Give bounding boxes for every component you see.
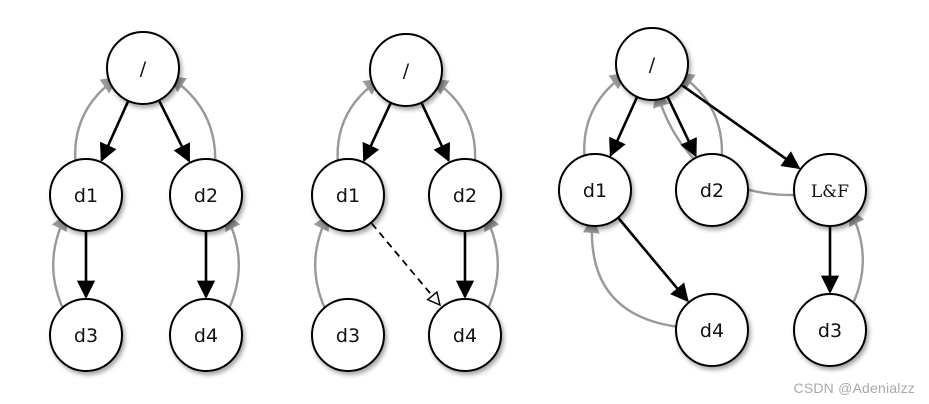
parent-edge-2-d4-d2 — [483, 213, 500, 316]
parent-edge-2-d3-d1 — [313, 213, 330, 316]
tree-edge-1-root-d1 — [99, 101, 130, 162]
node-3-lf: L&F — [793, 153, 867, 227]
node-label: d2 — [700, 180, 724, 202]
node-label: d4 — [700, 320, 724, 342]
parent-edge-1-d4-d2 — [224, 213, 241, 316]
node-circle — [369, 33, 443, 107]
tree-edge-3-root-lf — [681, 84, 801, 170]
parent-edge-2-d1-root — [336, 78, 382, 169]
tree-edge-3-root-d1 — [609, 97, 638, 158]
node-circle — [49, 298, 123, 372]
node-3-d4: d4 — [675, 293, 749, 367]
tree-edge-2-root-d2 — [420, 102, 451, 163]
parent-edge-3-d4-d1 — [582, 216, 685, 329]
node-1-d2: d2 — [169, 158, 243, 232]
node-circle — [428, 298, 502, 372]
tree-edge-3-root-d2 — [666, 96, 697, 158]
node-circle — [675, 153, 749, 227]
edges-layer — [51, 72, 865, 329]
node-label: L&F — [811, 182, 849, 202]
parent-edge-3-d2-root — [676, 72, 724, 164]
node-3-d3: d3 — [793, 293, 867, 367]
link-edge-2-d1-d4 — [371, 222, 440, 305]
node-1-d3: d3 — [49, 298, 123, 372]
node-label: / — [649, 54, 656, 76]
node-circle — [49, 158, 123, 232]
node-2-d4: d4 — [428, 298, 502, 372]
node-circle — [793, 153, 867, 227]
node-label: d3 — [336, 325, 360, 347]
parent-edge-1-d3-d1 — [51, 213, 68, 316]
node-2-d3: d3 — [311, 298, 385, 372]
nodes-layer: / d1 d2 d3 d4 / d1 d2 d3 d4 / d1 d2 L&F d4 d3 — [49, 27, 867, 372]
node-label: d4 — [194, 325, 218, 347]
node-1-d4: d4 — [169, 298, 243, 372]
node-label: / — [140, 58, 147, 80]
node-circle — [793, 293, 867, 367]
tree-edge-1-root-d2 — [158, 100, 191, 163]
node-circle — [169, 298, 243, 372]
parent-edge-1-d1-root — [74, 76, 119, 169]
node-label: / — [403, 60, 410, 82]
node-label: d2 — [194, 185, 218, 207]
node-3-d1: d1 — [558, 153, 632, 227]
node-label: d3 — [74, 325, 98, 347]
node-circle — [615, 27, 689, 101]
node-2-d1: d1 — [311, 158, 385, 232]
node-3-d2: d2 — [675, 153, 749, 227]
node-circle — [675, 293, 749, 367]
node-2-d2: d2 — [428, 158, 502, 232]
node-label: d3 — [818, 320, 842, 342]
node-circle — [169, 158, 243, 232]
watermark-text: CSDN @Adenialzz — [793, 380, 915, 396]
node-1-root: / — [106, 31, 180, 105]
node-1-d1: d1 — [49, 158, 123, 232]
node-circle — [106, 31, 180, 105]
node-label: d1 — [74, 185, 98, 207]
node-circle — [311, 298, 385, 372]
node-2-root: / — [369, 33, 443, 107]
parent-edge-1-d2-root — [168, 75, 217, 169]
node-label: d2 — [453, 185, 477, 207]
parent-edge-3-d1-root — [583, 72, 628, 164]
node-circle — [428, 158, 502, 232]
node-label: d4 — [453, 325, 477, 347]
node-label: d1 — [583, 180, 607, 202]
tree-edge-2-root-d1 — [362, 103, 392, 163]
node-3-root: / — [615, 27, 689, 101]
node-circle — [311, 158, 385, 232]
parent-edge-3-d3-lf — [848, 208, 865, 311]
node-label: d1 — [336, 185, 360, 207]
parent-edge-2-d2-root — [430, 78, 477, 169]
tree-edge-3-d1-d4 — [617, 217, 689, 303]
node-circle — [558, 153, 632, 227]
